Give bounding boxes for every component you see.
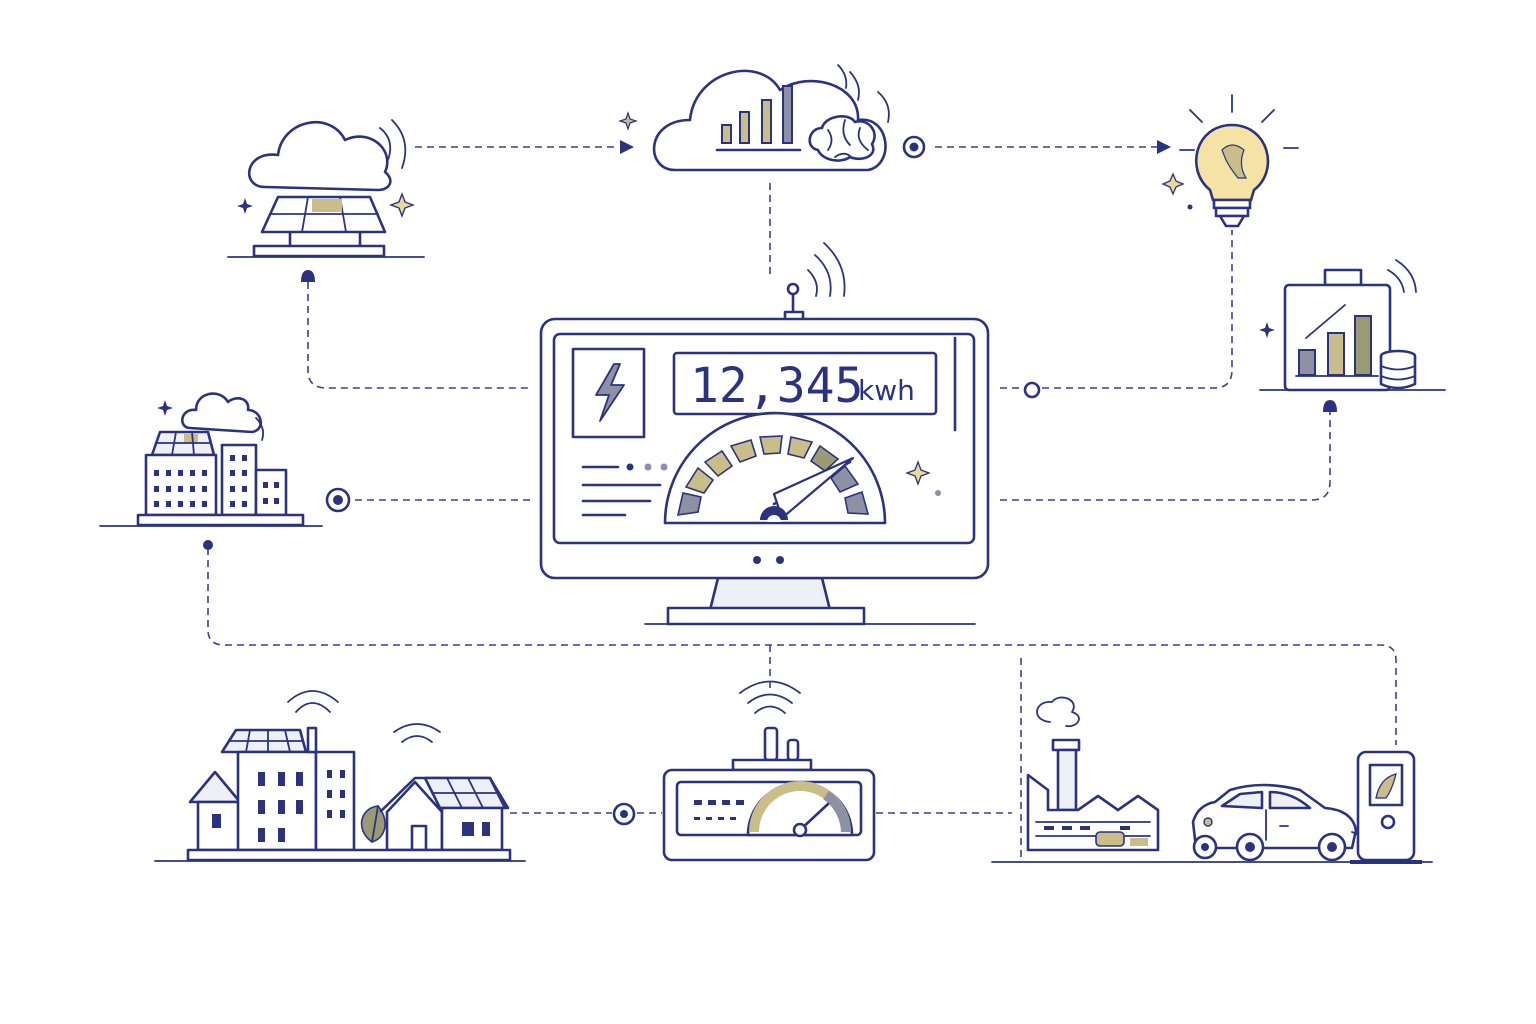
cap-marker (301, 270, 315, 282)
smart-meter-monitor-icon: 12,345 kwh (539, 242, 990, 626)
reading-display (672, 351, 938, 416)
cap-marker (1323, 400, 1337, 412)
arrow-marker (1157, 140, 1171, 154)
analytics-cloud-icon (618, 64, 890, 172)
battery-storage-icon (1259, 259, 1446, 392)
residential-homes-icon (154, 690, 526, 862)
meter-unit: kwh (858, 374, 915, 407)
electric-car-icon (1191, 783, 1364, 862)
solar-cloud-icon (227, 119, 425, 258)
connector-markers (203, 135, 1337, 826)
node-marker (1023, 381, 1041, 399)
city-building-icon (99, 392, 323, 527)
factory-icon (1026, 696, 1160, 852)
meter-reading: 12,345 (690, 358, 863, 414)
connector-lines (207, 146, 1397, 860)
charging-station-icon (991, 750, 1433, 864)
arrow-marker (620, 140, 634, 154)
field-meter-icon (662, 680, 876, 862)
lightning-icon (595, 363, 625, 422)
lightbulb-icon (1161, 94, 1299, 228)
